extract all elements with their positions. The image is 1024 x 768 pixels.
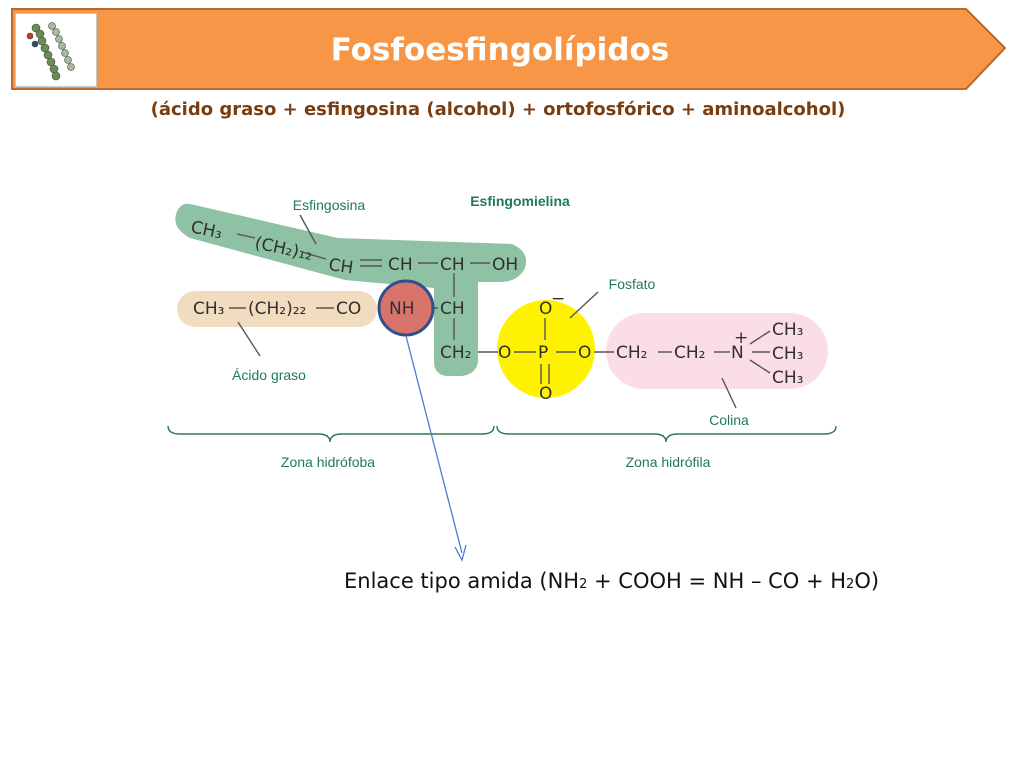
arrowhead — [454, 544, 467, 562]
label-colina: Colina — [709, 412, 749, 428]
formula-ch: CH — [388, 255, 413, 275]
formula-co: CO — [336, 299, 361, 319]
bond — [749, 359, 771, 374]
amide-text: O) — [854, 569, 880, 593]
formula-ch2: CH₂ — [616, 343, 647, 363]
formula-ch: CH — [440, 299, 465, 319]
bond — [749, 330, 771, 345]
page-title: Fosfoesfingolípidos — [330, 32, 670, 68]
formula-oh: OH — [492, 255, 518, 275]
formula-o: O — [539, 384, 552, 404]
formula-ch2: CH₂ — [674, 343, 705, 363]
pointer-esfingosina — [299, 214, 317, 245]
pointer-colina — [721, 377, 737, 409]
molecule-model-icon — [26, 22, 75, 81]
formula-ch3: CH₃ — [772, 344, 803, 364]
brace-hydrophobic — [167, 425, 495, 443]
label-fosfato: Fosfato — [609, 276, 656, 292]
amide-subscript: 2 — [846, 577, 855, 592]
label-zona-hidrofoba: Zona hidrófoba — [281, 454, 375, 470]
amide-text: Enlace tipo amida (NH — [344, 569, 580, 593]
formula-ch2-22: (CH₂)₂₂ — [248, 299, 306, 319]
formula-o: O — [578, 343, 591, 363]
title-banner — [11, 8, 1007, 90]
formula-ch2: CH₂ — [440, 343, 471, 363]
amide-text: + COOH = NH – CO + H — [587, 569, 847, 593]
formula-n: N — [731, 343, 744, 363]
amide-subscript: 2 — [579, 577, 588, 592]
amide-highlight — [377, 279, 435, 337]
pointer-acido-graso — [237, 321, 261, 357]
formula-positive-charge: + — [734, 328, 748, 348]
choline-zone — [606, 313, 828, 389]
logo-frame — [15, 13, 97, 87]
formula-negative-charge: − — [551, 289, 565, 309]
formula-o: O — [498, 343, 511, 363]
amide-arrow — [405, 335, 463, 554]
formula-nh: NH — [389, 299, 415, 319]
label-acido-graso: Ácido graso — [232, 367, 306, 383]
amide-bond-caption: Enlace tipo amida (NH2 + COOH = NH – CO … — [344, 569, 879, 593]
formula-ch3: CH₃ — [772, 320, 803, 340]
bond — [236, 233, 256, 239]
phosphate-zone — [497, 300, 595, 398]
brace-hydrophilic — [496, 425, 837, 443]
page-subtitle: (ácido graso + esfingosina (alcohol) + o… — [150, 99, 846, 120]
formula-ch3: CH₃ — [772, 368, 803, 388]
formula-p: P — [538, 343, 548, 363]
formula-ch: CH — [327, 255, 354, 278]
formula-o: O — [539, 299, 552, 319]
fatty-acid-zone — [177, 291, 377, 327]
diagram-title: Esfingomielina — [470, 193, 570, 209]
label-zona-hidrofila: Zona hidrófila — [626, 454, 711, 470]
pointer-fosfato — [569, 291, 599, 319]
formula-ch: CH — [440, 255, 465, 275]
banner-shape — [11, 8, 1007, 90]
formula-ch3: CH₃ — [193, 299, 224, 319]
label-esfingosina: Esfingosina — [293, 197, 366, 213]
sphingosine-zone — [175, 203, 527, 376]
bond — [301, 251, 327, 260]
